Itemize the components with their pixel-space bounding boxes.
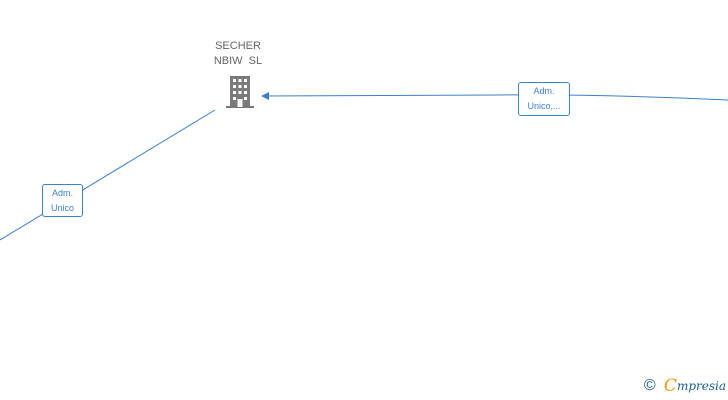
role-badge-right-line2: Unico,... [527, 101, 561, 111]
edge-left [0, 109, 216, 241]
brand-text: mpresia [676, 379, 726, 393]
building-icon[interactable] [224, 75, 256, 109]
company-name[interactable]: SECHER NBIW SL [213, 40, 263, 67]
role-badge-left[interactable]: Adm. Unico [42, 184, 83, 217]
edge-right [261, 91, 728, 101]
brand-watermark: © C mpresia [644, 376, 726, 396]
role-badge-left-line1: Adm. [51, 188, 73, 198]
role-badge-right-line1: Adm. [533, 86, 555, 96]
role-badge-left-line2: Unico [50, 203, 74, 213]
copyright-icon: © [643, 377, 656, 394]
role-badge-right[interactable]: Adm. Unico,... [518, 82, 570, 116]
brand-initial: C [663, 376, 677, 396]
